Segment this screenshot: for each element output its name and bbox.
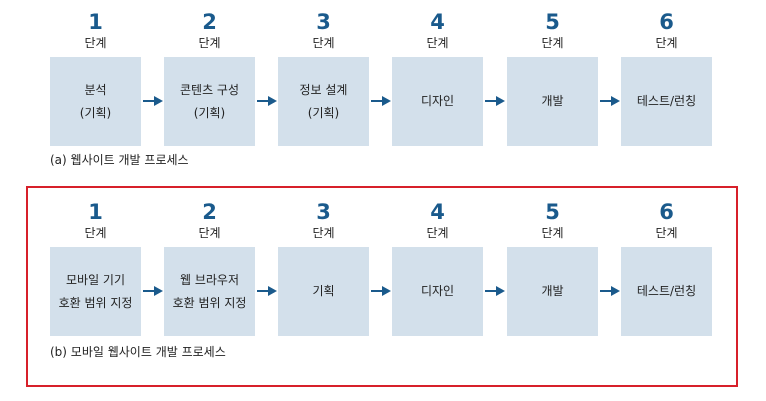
step-box: 디자인 xyxy=(392,57,483,146)
arrow-right-icon xyxy=(485,96,505,106)
step-box: 정보 설계 (기획) xyxy=(278,57,369,146)
step-number: 3 xyxy=(316,200,331,224)
step-label: 단계 xyxy=(541,36,564,50)
step-box-text: 개발 xyxy=(541,284,564,298)
step-box-text: 개발 xyxy=(541,94,564,108)
step-box: 콘텐츠 구성 (기획) xyxy=(164,57,255,146)
step-box-text: 정보 설계 xyxy=(299,82,348,97)
step-box: 테스트/런칭 xyxy=(621,57,712,146)
step-box-text: 디자인 xyxy=(420,94,455,108)
diagram-caption: (a) 웹사이트 개발 프로세스 xyxy=(50,153,189,167)
step-box-text: 기획 xyxy=(312,284,335,298)
step-label: 단계 xyxy=(84,226,107,240)
step-number: 4 xyxy=(430,10,445,34)
arrow-right-icon xyxy=(257,286,277,296)
arrow-right-icon xyxy=(257,96,277,106)
step-box-text: 테스트/런칭 xyxy=(636,94,697,108)
step-box-text: 테스트/런칭 xyxy=(636,284,697,298)
step-number: 5 xyxy=(545,10,560,34)
step-number: 6 xyxy=(659,200,674,224)
step-box: 디자인 xyxy=(392,247,483,336)
step-label: 단계 xyxy=(312,36,335,50)
step-label: 단계 xyxy=(198,36,221,50)
step-box-text: (기획) xyxy=(193,105,226,120)
arrow-right-icon xyxy=(143,96,163,106)
arrow-right-icon xyxy=(485,286,505,296)
step-box: 기획 xyxy=(278,247,369,336)
step-box: 개발 xyxy=(507,247,598,336)
step-box-text: 웹 브라우저 xyxy=(179,272,239,287)
step-number: 1 xyxy=(88,10,103,34)
step-box: 분석 (기획) xyxy=(50,57,141,146)
step-box: 개발 xyxy=(507,57,598,146)
arrow-right-icon xyxy=(371,286,391,296)
step-number: 4 xyxy=(430,200,445,224)
highlight-frame xyxy=(26,186,738,387)
arrow-right-icon xyxy=(143,286,163,296)
step-label: 단계 xyxy=(426,36,449,50)
diagram-caption: (b) 모바일 웹사이트 개발 프로세스 xyxy=(50,345,226,359)
step-label: 단계 xyxy=(655,36,678,50)
step-box-text: 모바일 기기 xyxy=(65,272,125,287)
step-box-text: 호환 범위 지정 xyxy=(58,295,133,310)
arrow-right-icon xyxy=(371,96,391,106)
step-number: 1 xyxy=(88,200,103,224)
step-box-text: 디자인 xyxy=(420,284,455,298)
arrow-right-icon xyxy=(600,286,620,296)
step-label: 단계 xyxy=(655,226,678,240)
step-number: 2 xyxy=(202,10,217,34)
step-box: 테스트/런칭 xyxy=(621,247,712,336)
step-number: 2 xyxy=(202,200,217,224)
step-label: 단계 xyxy=(198,226,221,240)
step-number: 5 xyxy=(545,200,560,224)
step-box-text: (기획) xyxy=(307,105,340,120)
step-label: 단계 xyxy=(541,226,564,240)
step-box-text: 호환 범위 지정 xyxy=(172,295,247,310)
step-box-text: 콘텐츠 구성 xyxy=(179,82,239,97)
arrow-right-icon xyxy=(600,96,620,106)
step-label: 단계 xyxy=(312,226,335,240)
step-label: 단계 xyxy=(426,226,449,240)
step-label: 단계 xyxy=(84,36,107,50)
step-number: 6 xyxy=(659,10,674,34)
step-number: 3 xyxy=(316,10,331,34)
step-box-text: 분석 xyxy=(84,82,107,97)
step-box-text: (기획) xyxy=(79,105,112,120)
